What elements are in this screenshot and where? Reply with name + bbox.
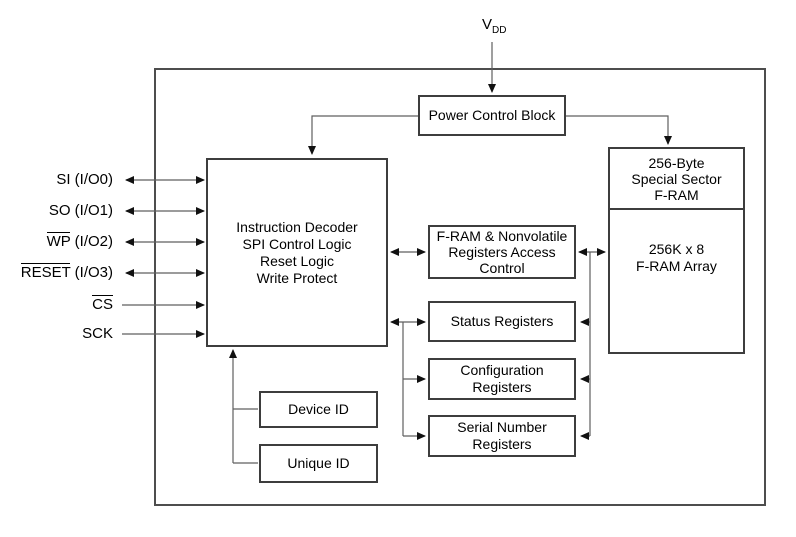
vdd-base: V (482, 16, 493, 33)
vdd-label: VDD (482, 16, 506, 36)
decoder-line-2: SPI Control Logic (242, 235, 352, 252)
device-id-label: Device ID (288, 401, 349, 417)
wire-power-to-decoder (308, 115, 418, 155)
unique-id-box: Unique ID (259, 444, 378, 483)
signal-label-cs: CS (92, 295, 113, 313)
power-control-block-label: Power Control Block (428, 107, 556, 123)
access-control-line-3: Control (479, 260, 525, 276)
special-sector-line-1: 256-Byte (648, 154, 705, 171)
fram-array-line-1: 256K x 8 (648, 241, 705, 257)
device-id-box: Device ID (259, 391, 378, 428)
signal-label-wp: WP (I/O2) (46, 232, 113, 250)
serial-number-registers-box: Serial Number Registers (428, 415, 576, 457)
signal-label-si: SI (I/O0) (56, 171, 113, 188)
status-registers-label: Status Registers (450, 313, 554, 329)
special-sector-line-2: Special Sector (631, 170, 722, 187)
chip-boundary (154, 68, 766, 506)
fram-array-section: 256K x 8 F-RAM Array (610, 210, 743, 352)
decoder-line-3: Reset Logic (260, 252, 334, 269)
unique-id-label: Unique ID (287, 455, 350, 471)
signal-label-sck: SCK (82, 325, 113, 342)
signal-label-reset: RESET (I/O3) (20, 263, 113, 281)
decoder-line-1: Instruction Decoder (236, 218, 358, 235)
fram-access-control-box: F-RAM & Nonvolatile Registers Access Con… (428, 225, 576, 279)
fram-memory-box: 256-Byte Special Sector F-RAM 256K x 8 F… (608, 147, 745, 354)
special-sector-line-3: F-RAM (654, 186, 699, 203)
configuration-registers-line-2: Registers (472, 379, 532, 395)
decoder-line-4: Write Protect (256, 269, 338, 286)
fram-array-line-2: F-RAM Array (636, 258, 717, 274)
power-control-block-box: Power Control Block (418, 95, 566, 136)
configuration-registers-line-1: Configuration (460, 362, 544, 378)
status-registers-box: Status Registers (428, 301, 576, 342)
special-sector-section: 256-Byte Special Sector F-RAM (610, 149, 743, 210)
vdd-subscript: DD (492, 25, 507, 36)
access-control-line-1: F-RAM & Nonvolatile (436, 228, 568, 244)
serial-number-registers-line-1: Serial Number (457, 419, 547, 435)
wire-power-to-special-sector (566, 115, 672, 145)
configuration-registers-box: Configuration Registers (428, 358, 576, 400)
access-control-line-2: Registers Access (448, 244, 556, 260)
instruction-decoder-box: Instruction Decoder SPI Control Logic Re… (206, 158, 388, 347)
serial-number-registers-line-2: Registers (472, 436, 532, 452)
signal-label-so: SO (I/O1) (48, 202, 113, 219)
